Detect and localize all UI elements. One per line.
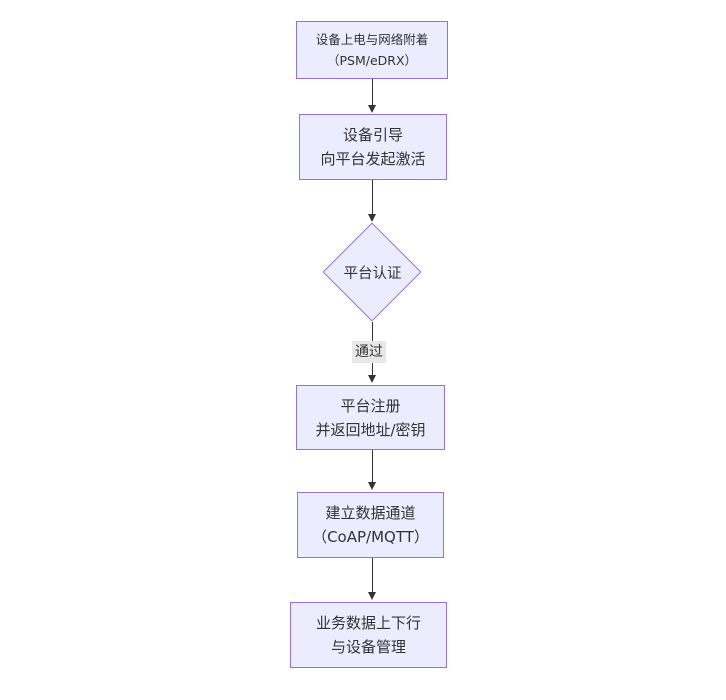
node-text-line: 业务数据上下行 bbox=[315, 614, 421, 632]
flow-node-bootstrap: 设备引导 向平台发起激活 bbox=[299, 114, 447, 180]
edge-line bbox=[372, 79, 373, 107]
flow-node-data-channel: 建立数据通道 （CoAP/MQTT） bbox=[297, 492, 444, 558]
node-text-line: （PSM/eDRX） bbox=[326, 53, 418, 68]
node-text-line: 与设备管理 bbox=[330, 638, 406, 656]
node-text-line: 设备引导 bbox=[342, 126, 403, 144]
decision-platform-auth: 平台认证 bbox=[322, 222, 423, 323]
flow-node-business-data: 业务数据上下行 与设备管理 bbox=[290, 602, 447, 668]
edge-line bbox=[372, 450, 373, 484]
flow-node-platform-register: 平台注册 并返回地址/密钥 bbox=[296, 385, 445, 450]
node-text-line: 设备上电与网络附着 bbox=[315, 32, 429, 47]
arrow-down-icon bbox=[368, 214, 376, 222]
edge-line bbox=[372, 180, 373, 216]
node-text-line: 平台注册 bbox=[340, 396, 401, 415]
edge-label-pass: 通过 bbox=[352, 341, 386, 363]
arrow-down-icon bbox=[368, 375, 376, 383]
arrow-down-icon bbox=[368, 482, 376, 490]
flow-node-power-attach: 设备上电与网络附着 （PSM/eDRX） bbox=[296, 21, 448, 79]
node-text-line: 平台认证 bbox=[343, 266, 402, 282]
node-text-line: （CoAP/MQTT） bbox=[312, 528, 429, 546]
arrow-down-icon bbox=[368, 592, 376, 600]
arrow-down-icon bbox=[368, 105, 376, 113]
node-text-line: 并返回地址/密钥 bbox=[315, 420, 426, 439]
edge-line bbox=[372, 558, 373, 594]
node-text-line: 建立数据通道 bbox=[325, 504, 416, 522]
node-text-line: 向平台发起激活 bbox=[320, 150, 426, 168]
